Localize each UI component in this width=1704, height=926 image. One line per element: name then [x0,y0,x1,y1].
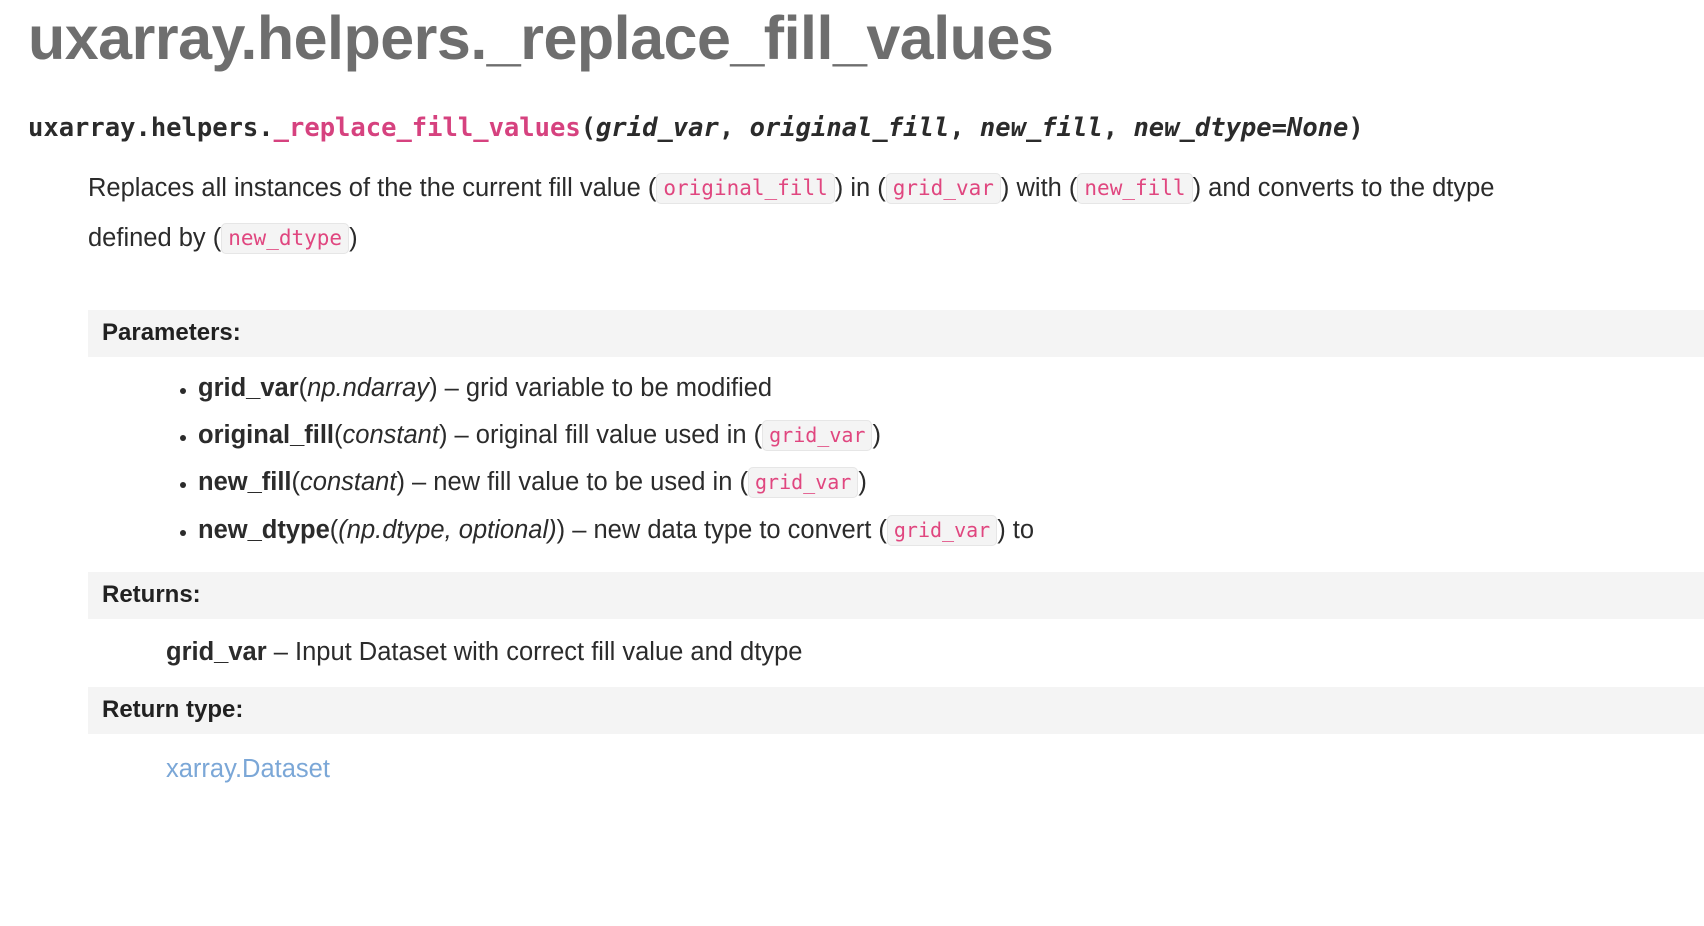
inline-code-grid-var: grid_var [886,514,998,546]
signature-close-paren: ) [1348,113,1364,143]
param-desc-tail: ) to [997,515,1035,544]
parameters-label: Parameters: [88,309,1704,357]
param-dash: – [437,373,466,402]
return-type-label: Return type: [88,687,1704,735]
param-desc: new fill value to be used in ( [433,468,748,497]
param-desc: original fill value used in ( [475,421,763,450]
signature-module-prefix: uxarray.helpers. [28,113,274,143]
param-desc-tail: ) [872,421,881,450]
param-type-close: ) [438,421,448,450]
param-type: constant [300,468,397,497]
signature-separator-0: , [718,113,750,143]
returns-label: Returns: [88,571,1704,619]
list-item: new_dtype((np.dtype, optional)) – new da… [198,507,1676,554]
param-desc-tail: ) [858,468,867,497]
param-name: new_fill [198,468,292,497]
signature-param-original-fill: original_fill [749,113,950,143]
page-title: uxarray.helpers._replace_fill_values [28,4,1054,72]
returns-dash: – [266,637,295,666]
return-type-field: Return type: xarray.Dataset [28,687,1704,788]
param-type: (np.dtype, optional) [338,515,557,544]
inline-code-grid-var: grid_var [885,172,1001,204]
param-name: original_fill [198,421,335,450]
returns-description: Input Dataset with correct fill value an… [295,637,803,666]
signature-open-paren: ( [580,113,597,143]
inline-code-grid-var: grid_var [762,420,873,452]
signature-param-new-dtype: new_dtype=None [1133,113,1349,143]
returns-value-name: grid_var [166,637,267,666]
inline-code-new-dtype: new_dtype [221,222,350,254]
function-signature: uxarray.helpers._replace_fill_values(gri… [28,107,1676,150]
signature-param-new-fill: new_fill [979,113,1103,143]
parameter-list: grid_var(np.ndarray) – grid variable to … [88,365,1676,554]
param-dash: – [447,421,476,450]
description-part-2: ) in ( [834,173,886,202]
description-part-1: Replaces all instances of the the curren… [88,173,657,202]
list-item: grid_var(np.ndarray) – grid variable to … [198,365,1676,412]
parameters-field: Parameters: grid_var(np.ndarray) – grid … [28,309,1704,554]
param-type: constant [342,421,439,450]
inline-code-grid-var: grid_var [747,467,859,499]
parameters-body: grid_var(np.ndarray) – grid variable to … [88,365,1676,554]
inline-code-original-fill: original_fill [656,172,835,204]
param-type-close: ) [556,515,566,544]
param-type: np.ndarray [307,373,430,402]
inline-code-new-fill: new_fill [1077,172,1193,204]
signature-separator-1: , [949,113,980,143]
signature-param-grid-var: grid_var [596,113,719,143]
param-type-open: ( [334,421,343,450]
param-type-close: ) [396,468,405,497]
description-part-5: ) [349,223,358,252]
param-type-close: ) [429,373,438,402]
signature-function-name: _replace_fill_values [273,113,581,143]
param-name: grid_var [198,373,299,402]
returns-body: grid_var – Input Dataset with correct fi… [88,619,1676,671]
return-type-body: xarray.Dataset [88,734,1676,788]
returns-field: Returns: grid_var – Input Dataset with c… [28,571,1704,671]
description-part-4: ) and converts to the dtype defined by ( [88,173,1495,252]
return-type-link[interactable]: xarray.Dataset [166,755,330,784]
param-desc: grid variable to be modified [465,373,773,402]
param-dash: – [565,515,594,544]
list-item: original_fill(constant) – original fill … [198,412,1676,459]
list-item: new_fill(constant) – new fill value to b… [198,459,1676,506]
param-desc: new data type to convert ( [593,515,887,544]
param-type-open: ( [329,515,339,544]
param-dash: – [404,468,434,497]
param-name: new_dtype [198,515,330,544]
param-type-open: ( [298,373,308,402]
description-part-3: ) with ( [1000,173,1078,202]
function-description: Replaces all instances of the the curren… [88,164,1508,264]
param-type-open: ( [291,468,301,497]
signature-separator-2: , [1102,113,1134,143]
